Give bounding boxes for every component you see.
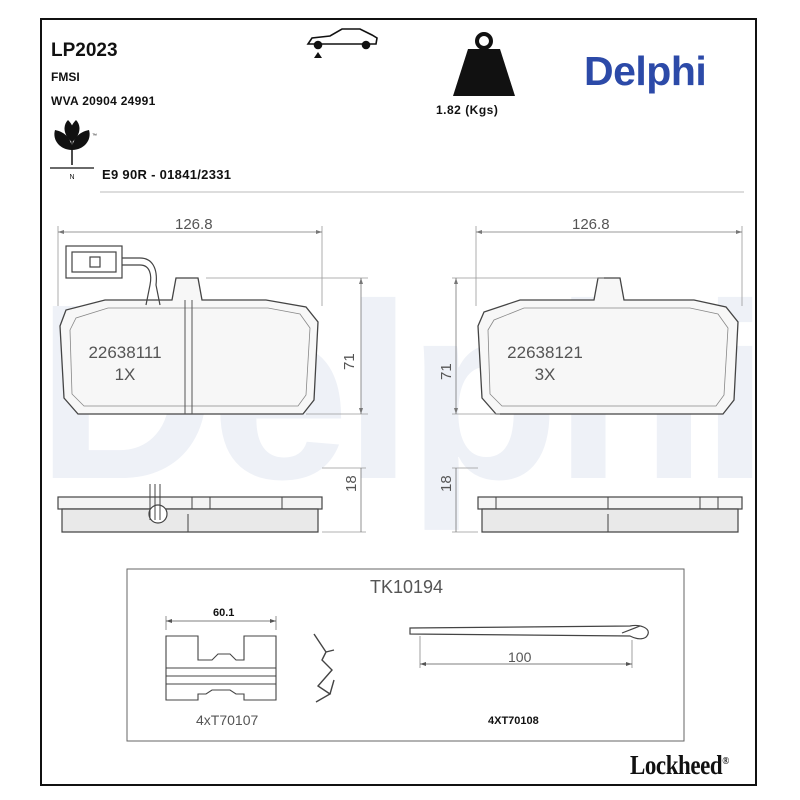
weight-value: 1.82 (Kgs) bbox=[436, 103, 499, 117]
pin-length-dim: 100 bbox=[508, 649, 532, 665]
clip-width-dim: 60.1 bbox=[213, 607, 234, 619]
spring-wire-icon bbox=[313, 633, 335, 703]
pad-2-side-view: 18 bbox=[438, 467, 743, 533]
drawing-frame bbox=[40, 18, 757, 786]
eco-leaf-icon: N ™ bbox=[50, 120, 97, 181]
car-axle-icon bbox=[306, 28, 378, 58]
pad-2-height-dim: 71 bbox=[438, 363, 455, 380]
pad-2-thickness-dim: 18 bbox=[438, 475, 455, 492]
pad-1-part-number: 22638111 bbox=[88, 343, 161, 362]
pad-1-front-view: 126.8 22638111 1X 71 bbox=[57, 216, 368, 415]
pad-1-width-dim: 126.8 bbox=[175, 216, 213, 233]
footer-brand-logo: Lockheed® bbox=[630, 750, 729, 781]
wva-numbers: WVA 20904 24991 bbox=[51, 94, 156, 108]
eco-mark-letter: N bbox=[69, 174, 74, 181]
pad-2-width-dim: 126.8 bbox=[572, 216, 610, 233]
trademark-sign: ™ bbox=[92, 133, 97, 139]
pad-1-quantity: 1X bbox=[115, 365, 136, 384]
approval-number: E9 90R - 01841/2331 bbox=[102, 167, 232, 182]
clip-part-number: 4xT70107 bbox=[196, 712, 258, 728]
brand-logo: Delphi bbox=[584, 48, 707, 94]
pad-2-part-number: 22638121 bbox=[507, 343, 583, 362]
retaining-pin-icon bbox=[409, 624, 649, 640]
fitting-kit-box: TK10194 60.1 4xT70107 100 4XT70108 bbox=[126, 568, 685, 742]
weight-icon bbox=[453, 32, 515, 96]
wear-sensor-icon bbox=[65, 245, 161, 306]
pad-1-side-view: 18 bbox=[57, 467, 366, 533]
registered-mark: ® bbox=[722, 755, 729, 767]
kit-code: TK10194 bbox=[370, 577, 443, 597]
pad-2-front-view: 126.8 22638121 3X 71 bbox=[438, 216, 743, 415]
pin-part-number: 4XT70108 bbox=[488, 715, 539, 727]
footer-brand-text: Lockheed bbox=[630, 750, 723, 780]
product-code: LP2023 bbox=[51, 40, 118, 61]
pad-1-thickness-dim: 18 bbox=[343, 475, 360, 492]
retaining-clip-icon bbox=[165, 635, 277, 701]
pad-1-height-dim: 71 bbox=[341, 353, 358, 370]
pad-2-quantity: 3X bbox=[535, 365, 556, 384]
fmsi-label: FMSI bbox=[51, 70, 80, 84]
